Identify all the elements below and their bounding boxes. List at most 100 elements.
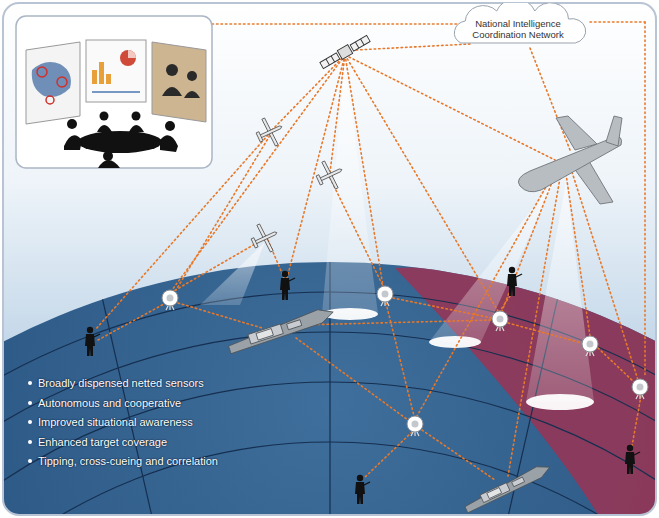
link-line [98, 304, 164, 340]
chart-line [92, 91, 140, 93]
soldier-head [282, 271, 288, 277]
bullet-text: Tipping, cross-cueing and correlation [38, 455, 218, 467]
chart-screen [86, 40, 146, 102]
ship-hull [226, 305, 335, 353]
aircraft-wing [556, 116, 597, 150]
node-text: National Intelligence Coordination Netwo… [462, 18, 574, 41]
sensor-disc [582, 336, 598, 352]
sensor-dish [162, 290, 178, 310]
longitude-line [3, 200, 330, 515]
sensor-core [167, 295, 174, 302]
ship-deckhouse [480, 483, 510, 503]
person-body [160, 135, 178, 152]
soldier-head [87, 327, 93, 333]
bullet-dot [28, 420, 32, 424]
ship-deckhouse [287, 320, 302, 330]
sensor-disc [377, 286, 393, 302]
ship [226, 305, 335, 353]
longitude-line [3, 200, 330, 515]
soldier-rifle [362, 482, 370, 486]
bullet-item: Autonomous and cooperative [28, 397, 181, 409]
drone-tail [251, 238, 258, 248]
aircraft [518, 116, 622, 204]
sensor-beam [200, 242, 265, 305]
soldier-rifle [514, 274, 522, 278]
target-area [526, 394, 594, 410]
link-line [296, 338, 408, 420]
longitude-line [80, 200, 330, 515]
sensor-core [382, 291, 389, 298]
drone-body [318, 168, 342, 181]
ship-bridge [487, 487, 502, 498]
bullet-dot [28, 381, 32, 385]
person-head [103, 151, 113, 161]
bullet-dot [28, 440, 32, 444]
longitude-line [330, 200, 656, 515]
person-body [97, 125, 112, 132]
longitude-line [330, 200, 656, 515]
aircraft-tail [606, 116, 622, 146]
link-line [178, 303, 262, 328]
link-line [364, 432, 412, 478]
sensor-disc [162, 290, 178, 306]
link-line [356, 44, 470, 50]
sensor-dish [407, 416, 423, 436]
person-head [100, 112, 109, 121]
screen-person [184, 91, 200, 98]
drone [312, 156, 348, 194]
map-land [32, 62, 71, 97]
link-line [345, 55, 383, 286]
link-line [345, 55, 555, 160]
link-line [502, 172, 556, 311]
bullet-dot [28, 401, 32, 405]
link-line [590, 21, 645, 23]
soldier-rifle [632, 452, 640, 456]
person-body [64, 135, 82, 150]
target-area [429, 336, 481, 348]
chart-bar [106, 74, 111, 84]
drone-tail [256, 132, 263, 142]
ship-bridge [256, 329, 273, 341]
chart-bar [92, 70, 97, 84]
person-head [165, 121, 175, 131]
screen-person [162, 87, 182, 96]
command-room-inset [16, 16, 212, 168]
panel-line [326, 59, 330, 65]
scene [3, 3, 656, 515]
drone-body [253, 231, 277, 244]
screen-person [166, 64, 178, 76]
drone [252, 113, 288, 151]
cloud-outline [454, 3, 585, 43]
network-links [95, 22, 645, 480]
link-line [272, 55, 345, 130]
satellite-body [337, 45, 352, 60]
bullet-dot [28, 459, 32, 463]
sensor-beam [322, 60, 378, 314]
map-marker [57, 77, 67, 87]
sensor-beam [526, 182, 594, 402]
soldier [507, 267, 522, 296]
link-line [287, 55, 345, 278]
video-screen [152, 42, 206, 122]
sensor-core [412, 421, 419, 428]
link-line [393, 298, 492, 318]
link-line [500, 296, 510, 311]
sensor-disc [492, 311, 508, 327]
soldier-head [357, 475, 363, 481]
soldier-rifle [287, 278, 295, 282]
link-line [508, 178, 560, 476]
longitude-line [330, 200, 656, 515]
panel-line [331, 56, 335, 62]
link-line [212, 23, 460, 25]
sensor-dish [632, 379, 648, 399]
bullet-text: Broadly dispensed netted sensors [38, 377, 204, 389]
soldier [280, 271, 295, 300]
inset-frame [16, 16, 212, 168]
ship-deckhouse [248, 324, 283, 344]
link-line [598, 348, 634, 382]
sensor-dish [492, 311, 508, 331]
map-marker [37, 67, 47, 77]
bullet-text: Enhanced target coverage [38, 436, 167, 448]
